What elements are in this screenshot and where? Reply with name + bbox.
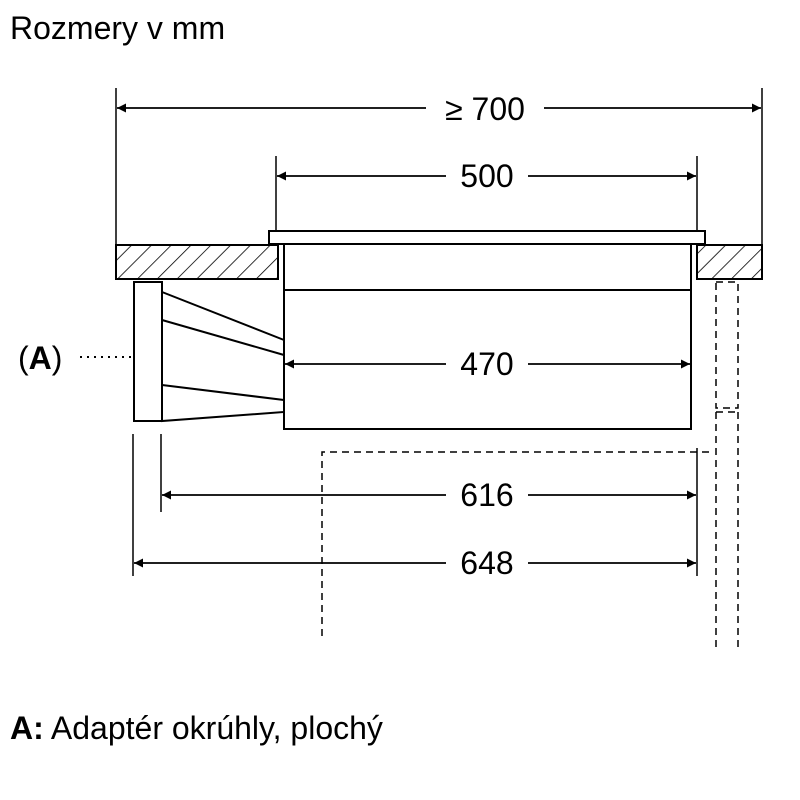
- diagram-title: Rozmery v mm: [10, 10, 226, 46]
- dim-label-700: ≥ 700: [445, 91, 525, 127]
- dim-label-470: 470: [460, 346, 513, 382]
- hob-body: [283, 243, 692, 430]
- dim-label-616: 616: [460, 477, 513, 513]
- callout-letter: A: [29, 340, 52, 376]
- countertop-right: [696, 244, 763, 280]
- legend: A: Adaptér okrúhly, plochý: [10, 706, 383, 750]
- hob-top-plate: [268, 230, 706, 245]
- dimension-lines: [117, 103, 761, 568]
- extension-lines: [115, 88, 763, 576]
- adapter: [133, 281, 285, 423]
- callout-open: (: [18, 340, 29, 376]
- callout-close: ): [52, 340, 63, 376]
- dim-label-500: 500: [460, 158, 513, 194]
- countertop-left: [115, 244, 279, 280]
- legend-key: A:: [10, 710, 44, 746]
- legend-text: Adaptér okrúhly, plochý: [43, 710, 383, 746]
- callout-label: (A): [18, 340, 62, 376]
- dim-label-648: 648: [460, 545, 513, 581]
- dashed-outline: [321, 281, 739, 648]
